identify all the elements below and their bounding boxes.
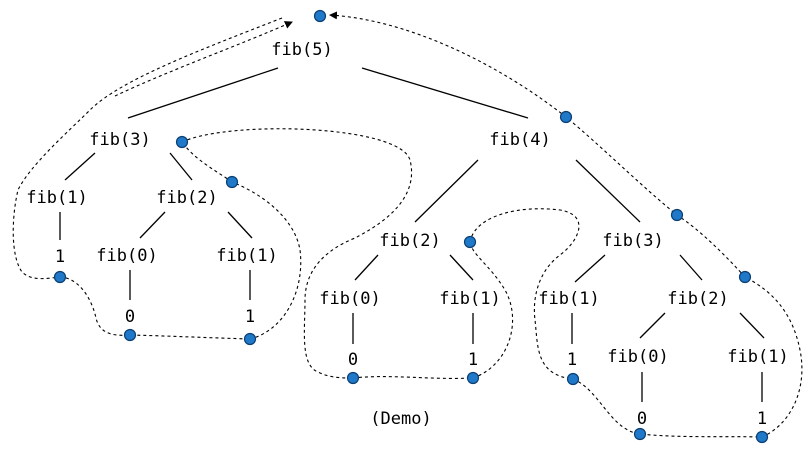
edge-fib4-fib3 xyxy=(575,159,641,223)
node-value-1-b: 1 xyxy=(245,307,255,327)
trace-path-left xyxy=(12,17,283,280)
edge-fib2r-fib1 xyxy=(739,312,765,339)
edge-fib5-fib4 xyxy=(361,67,529,119)
node-fib1-right-b: fib(1) xyxy=(727,347,788,367)
trace-point xyxy=(175,135,189,149)
edge-fib4-fib2 xyxy=(414,159,479,223)
tree-edges xyxy=(59,67,765,402)
edge-fib3r-fib1 xyxy=(574,254,606,283)
node-fib1-b: fib(1) xyxy=(216,246,277,266)
node-value-0-mid: 0 xyxy=(348,350,358,370)
trace-path-left-bottom xyxy=(59,276,251,340)
node-fib1-mid: fib(1) xyxy=(439,289,500,309)
trace-point xyxy=(633,427,647,441)
node-fib1-right: fib(1) xyxy=(538,289,599,309)
edge-fib5-fib3 xyxy=(127,67,279,119)
node-fib3-left: fib(3) xyxy=(89,130,150,150)
trace-point xyxy=(243,332,257,346)
node-fib3-right: fib(3) xyxy=(602,231,663,251)
trace-point xyxy=(123,328,137,342)
edge-fib2m-fib0 xyxy=(354,254,379,281)
trace-path-start-arrow xyxy=(114,21,293,97)
node-value-1-mid: 1 xyxy=(468,350,478,370)
evaluation-trace xyxy=(12,11,803,438)
node-value-1-right: 1 xyxy=(567,350,577,370)
node-fib0-mid: fib(0) xyxy=(319,289,380,309)
trace-point xyxy=(670,208,684,222)
edge-fib2-fib1 xyxy=(227,211,253,239)
node-fib2-a: fib(2) xyxy=(156,188,217,208)
node-value-1-a: 1 xyxy=(55,247,65,267)
edge-fib2-fib0 xyxy=(139,211,166,239)
node-fib0-a: fib(0) xyxy=(96,246,157,266)
trace-point xyxy=(463,235,477,249)
node-value-0-a: 0 xyxy=(125,307,135,327)
trace-point xyxy=(53,270,67,284)
node-fib0-right: fib(0) xyxy=(607,347,668,367)
trace-path-mid-bottom xyxy=(352,376,474,379)
node-fib4: fib(4) xyxy=(489,130,550,150)
edge-fib2r-fib0 xyxy=(639,312,666,339)
edge-fib3r-fib2 xyxy=(679,254,703,281)
demo-caption: (Demo) xyxy=(370,409,431,429)
trace-points xyxy=(53,9,769,444)
trace-point xyxy=(346,371,360,385)
trace-point xyxy=(559,110,573,124)
trace-path-right-up xyxy=(329,11,746,278)
trace-path-right-bottom xyxy=(572,378,763,438)
node-value-1-right-b: 1 xyxy=(757,409,767,429)
tree-nodes: fib(5) fib(3) fib(4) fib(1) fib(2) 1 fib… xyxy=(26,40,788,429)
node-fib5: fib(5) xyxy=(271,40,332,60)
trace-point xyxy=(466,371,480,385)
trace-point xyxy=(313,9,327,23)
trace-point xyxy=(225,175,239,189)
trace-path-mid-return xyxy=(469,241,514,379)
edge-fib3-fib1 xyxy=(64,152,96,181)
edge-fib3-fib2 xyxy=(169,152,193,181)
edge-fib2m-fib1 xyxy=(449,254,474,281)
node-fib2-mid: fib(2) xyxy=(379,231,440,251)
node-fib2-right: fib(2) xyxy=(667,289,728,309)
trace-point xyxy=(738,270,752,284)
trace-path-fib3-left-return xyxy=(181,141,233,183)
trace-path-fib2-left-return xyxy=(231,181,302,340)
trace-point xyxy=(566,372,580,386)
node-value-0-right: 0 xyxy=(637,409,647,429)
trace-point xyxy=(755,430,769,444)
node-fib1-a: fib(1) xyxy=(26,188,87,208)
trace-path-right-return xyxy=(744,276,803,438)
